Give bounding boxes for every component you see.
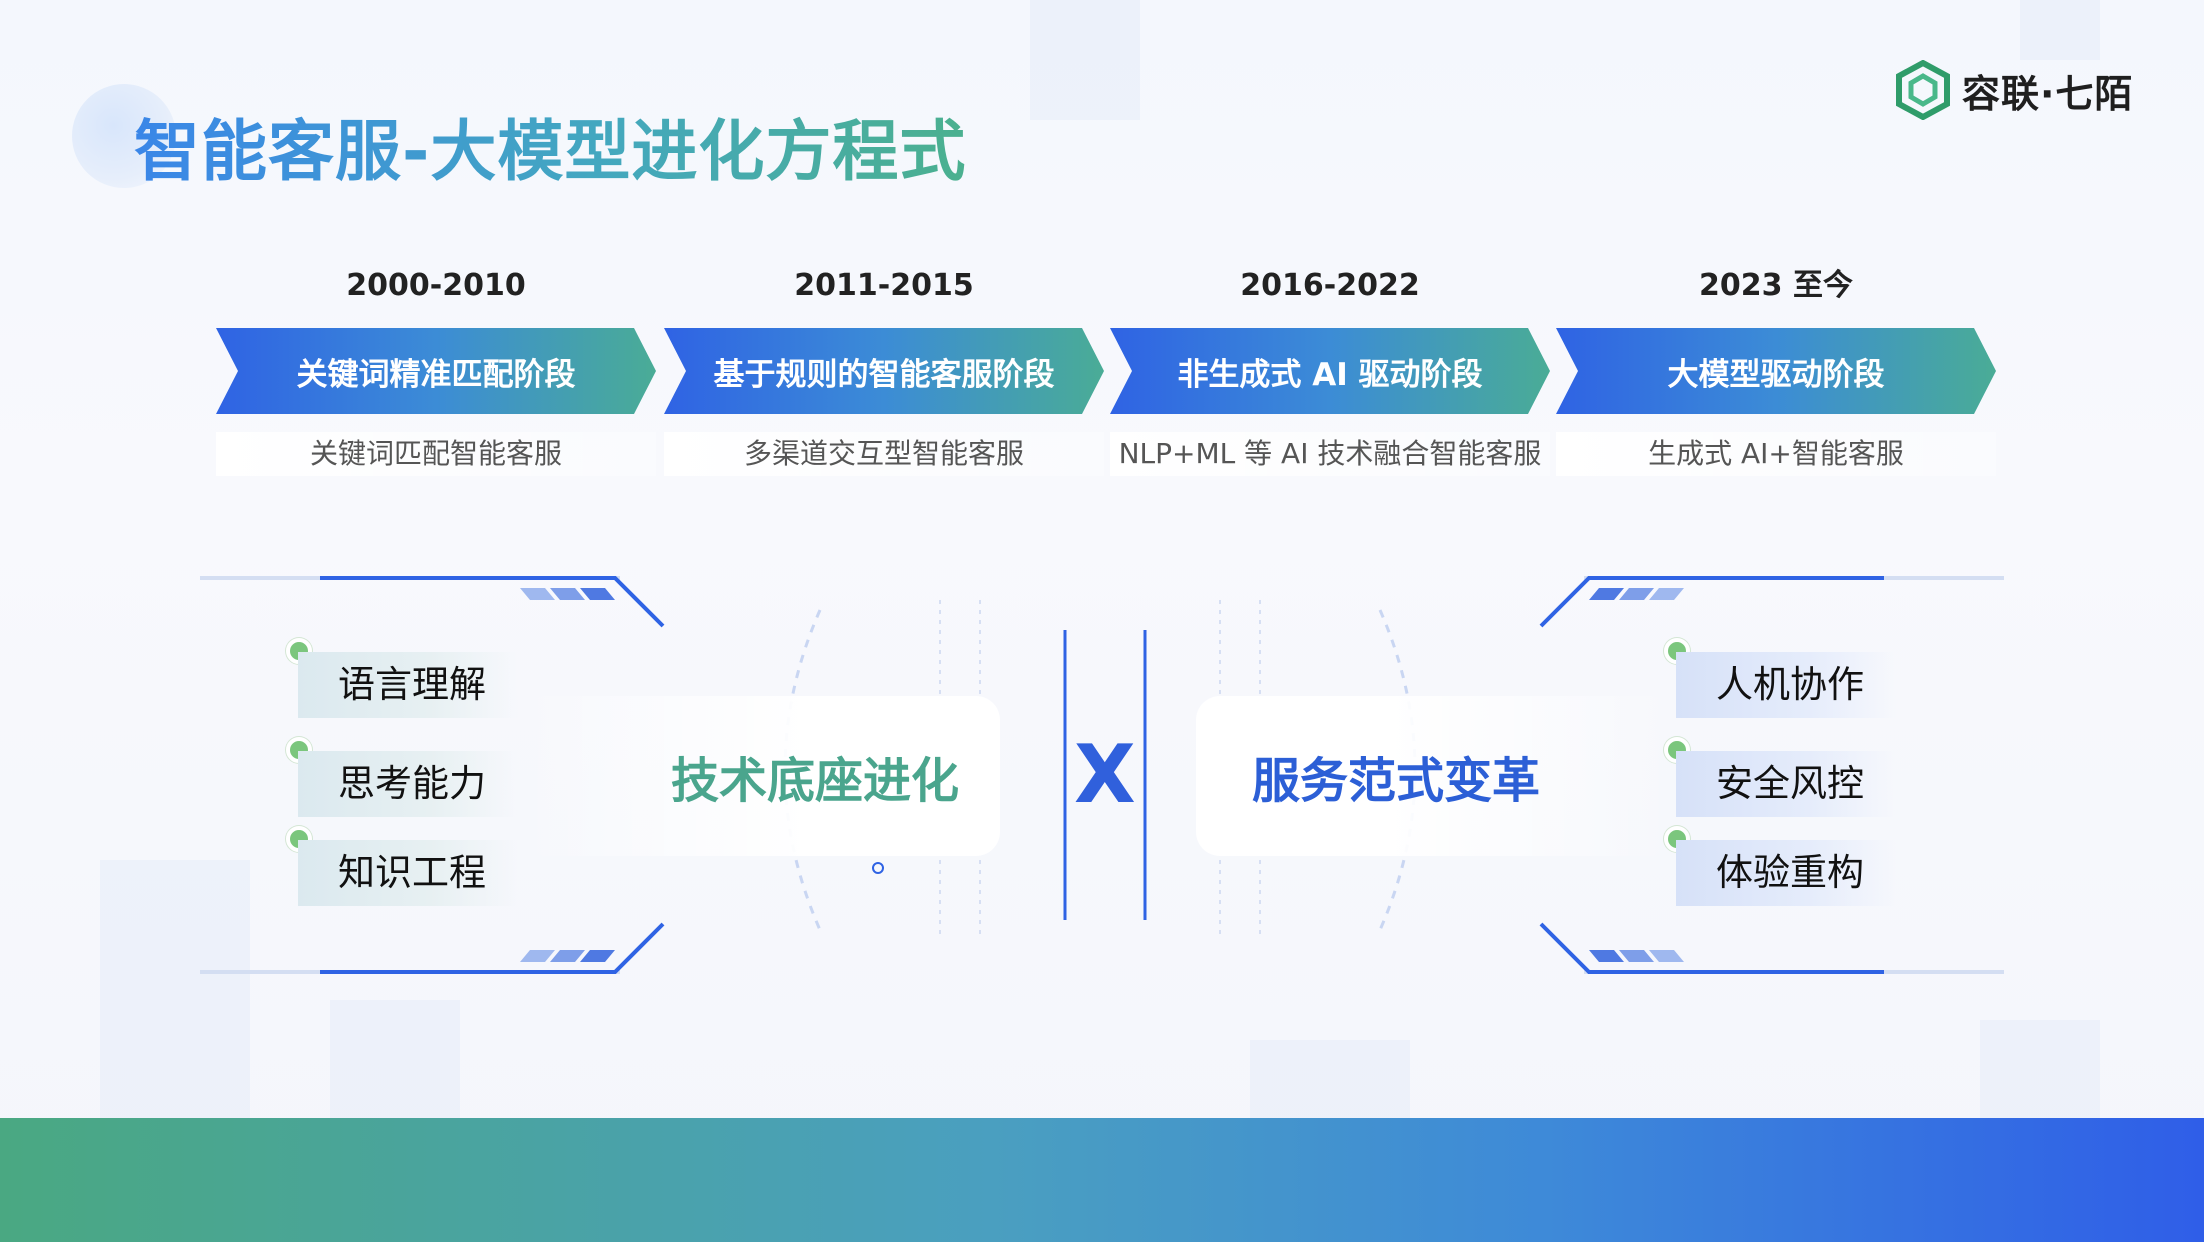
stage-title: 非生成式 AI 驱动阶段: [1110, 328, 1550, 414]
timeline-stage: 2016-2022 非生成式 AI 驱动阶段 NLP+ML 等 AI 技术融合智…: [1110, 266, 1550, 476]
timeline-stage: 2000-2010 关键词精准匹配阶段 关键词匹配智能客服: [216, 266, 656, 476]
capability-item: 思考能力: [298, 751, 518, 817]
logo-text: 容联·七陌: [1962, 71, 2134, 116]
stage-year: 2016-2022: [1240, 268, 1420, 303]
service-paradigm-core: 服务范式变革: [1196, 696, 1676, 856]
stage-description: 多渠道交互型智能客服: [664, 432, 1104, 476]
left-frame-decoration: [200, 576, 665, 974]
stage-description: NLP+ML 等 AI 技术融合智能客服: [1110, 432, 1550, 476]
tech-foundation-core: 技术底座进化: [520, 696, 1000, 856]
background-shape: [1980, 1020, 2100, 1118]
title-bubble-decoration: [72, 84, 176, 188]
stage-year: 2000-2010: [346, 268, 526, 303]
timeline-stage: 2023 至今 大模型驱动阶段 生成式 AI+智能客服: [1556, 266, 1996, 476]
stage-year: 2011-2015: [794, 268, 974, 303]
background-shape: [1250, 1040, 1410, 1118]
stage-title: 关键词精准匹配阶段: [216, 328, 656, 414]
stage-title: 基于规则的智能客服阶段: [664, 328, 1104, 414]
background-shape: [100, 860, 250, 1118]
footer-gradient-bar: [0, 1118, 2204, 1242]
service-item: 安全风控: [1676, 751, 1896, 817]
service-item: 人机协作: [1676, 652, 1896, 718]
brand-logo: 容联·七陌: [1896, 60, 2133, 120]
hexagon-logo-icon: [1896, 60, 1950, 120]
right-frame-decoration: [1539, 576, 2004, 974]
stage-description: 生成式 AI+智能客服: [1556, 432, 1996, 476]
stage-description: 关键词匹配智能客服: [216, 432, 656, 476]
service-item: 体验重构: [1676, 840, 1896, 906]
stage-title: 大模型驱动阶段: [1556, 328, 1996, 414]
capability-item: 知识工程: [298, 840, 518, 906]
background-shape: [1030, 0, 1140, 120]
capability-item: 语言理解: [298, 652, 518, 718]
page-title: 智能客服-大模型进化方程式: [134, 113, 967, 190]
background-shape: [330, 1000, 460, 1118]
multiply-operator: X: [1074, 728, 1136, 821]
stage-year: 2023 至今: [1699, 268, 1853, 303]
timeline-stage: 2011-2015 基于规则的智能客服阶段 多渠道交互型智能客服: [664, 266, 1104, 476]
background-shape: [2020, 0, 2100, 60]
